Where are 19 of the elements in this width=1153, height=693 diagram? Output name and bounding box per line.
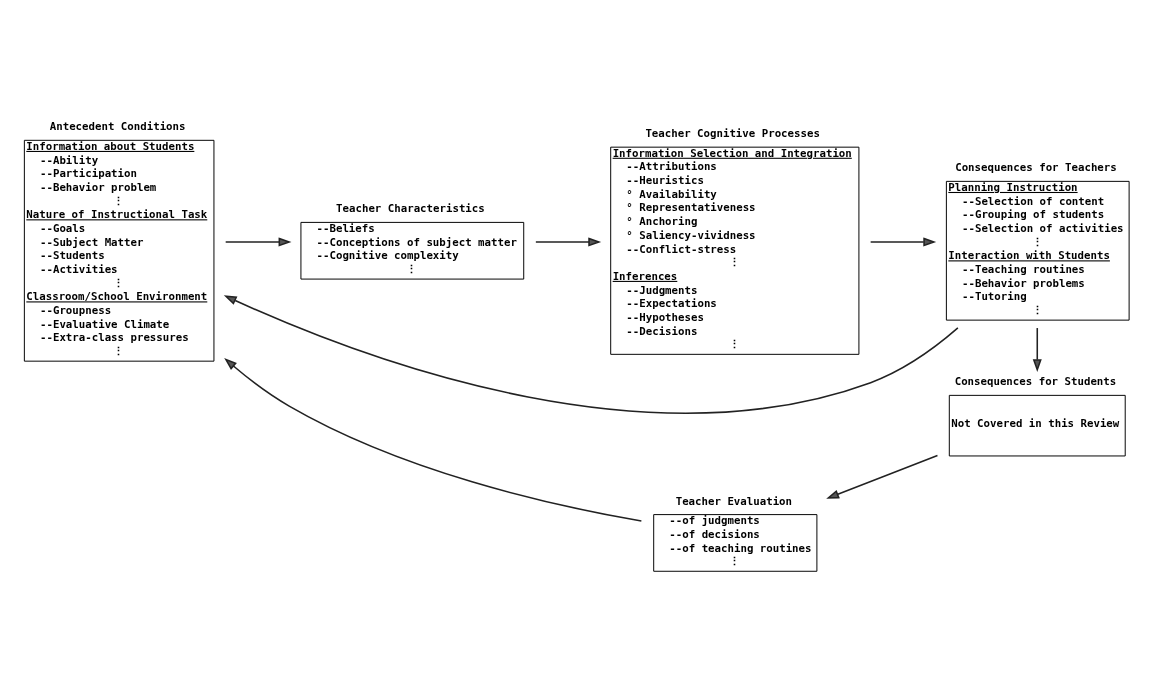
node-box: Not Covered in this Review [948,394,1126,456]
node-label: Consequences for Students [954,374,1117,388]
node-label: Consequences for Teachers [955,160,1117,174]
node-box: Information about Students --Ability --Participation --Behavior problem ⋮ Nature of Instructional Task --Goals --Subject Matter --Students --Activities ⋮ Classroom/School Environment --Groupness --Evaluative Climate --Extra-class pressures ⋮ [23,139,215,362]
arrow [224,236,292,246]
node-label: Teacher Evaluation [675,494,793,508]
arrow [223,294,959,414]
node-label: Teacher Characteristics [336,201,485,215]
arrow [1032,326,1042,372]
node-label: Antecedent Conditions [49,119,186,133]
node-box: --Beliefs --Conceptions of subject matter --Cognitive complexity ⋮ [300,221,525,280]
arrow [869,236,937,246]
arrow [826,454,939,499]
node-box: Information Selection and Integration --Attributions --Heuristics ° Availability ° Representativeness ° Anchoring ° Saliency-vividness --Conflict-stress ⋮ Inferences --Judgments --Expectations --Hypotheses --Decisions ⋮ [610,146,860,355]
node-box: Planning Instruction --Selection of content --Grouping of students --Selection of activities ⋮ Interaction with Students --Teaching routines --Behavior problems --Tutoring ⋮ [945,180,1130,321]
arrow [535,236,602,246]
node-box: --of judgments --of decisions --of teaching routines ⋮ [653,513,818,572]
node-label: Teacher Cognitive Processes [645,126,820,140]
arrow [224,357,643,522]
